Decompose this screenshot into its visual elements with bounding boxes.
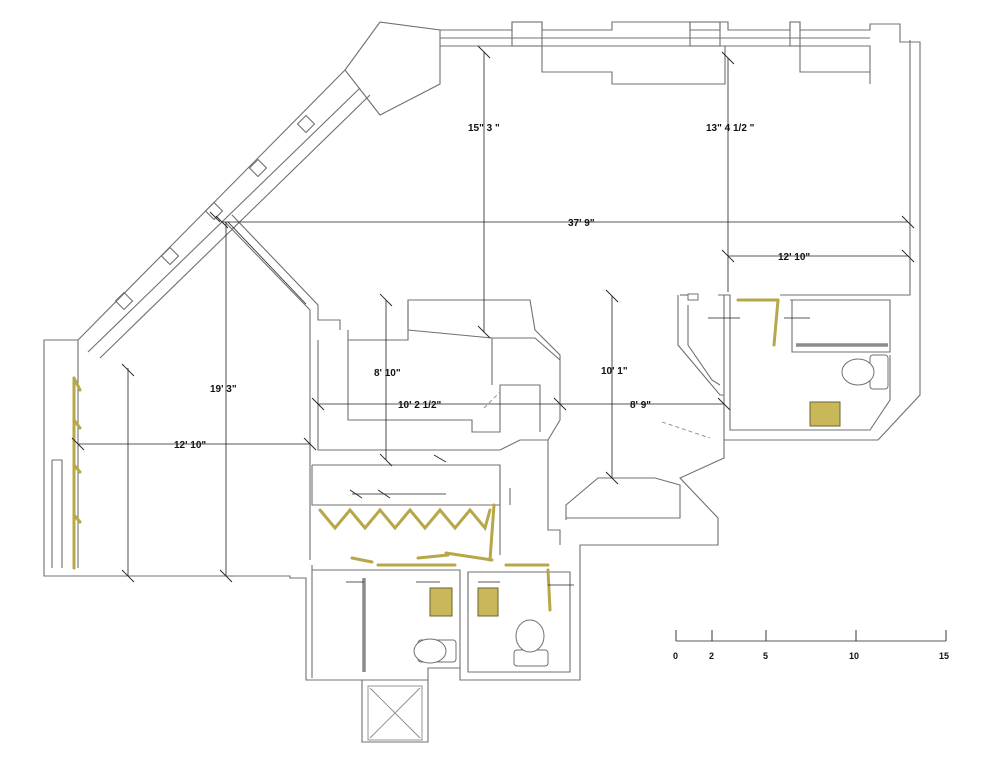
scale-bar: 0 2 5 10 15	[673, 630, 949, 661]
scale-label-5: 5	[763, 651, 768, 661]
scale-label-10: 10	[849, 651, 859, 661]
closet-rods	[362, 343, 888, 672]
dimension-labels: 15" 3 " 13" 4 1/2 " 37' 9" 12' 10" 8' 10…	[174, 123, 810, 451]
outer-walls	[43, 21, 921, 743]
toilet-right	[841, 354, 889, 390]
door-swings	[72, 298, 780, 612]
interior-walls	[224, 40, 911, 741]
label-living-depth: 13" 4 1/2 "	[706, 123, 755, 134]
scale-label-15: 15	[939, 651, 949, 661]
label-bedroom-depth: 15" 3 "	[468, 123, 500, 134]
toilet-left	[413, 638, 457, 664]
vanity-left	[429, 587, 453, 617]
dimension-lines	[71, 45, 915, 586]
scale-label-2: 2	[709, 651, 714, 661]
label-living-width: 12' 10"	[778, 252, 810, 263]
vanity-right	[809, 401, 841, 427]
label-left-room-width: 12' 10"	[174, 440, 206, 451]
label-hall-depth: 10' 1"	[601, 366, 628, 377]
toilet-middle	[513, 619, 549, 667]
label-kitchen-depth: 8' 10"	[374, 368, 401, 379]
label-kitchen-width: 10' 2 1/2"	[398, 400, 442, 411]
label-hall-width: 8' 9"	[630, 400, 651, 411]
vanity-middle	[477, 587, 499, 617]
scale-label-0: 0	[673, 651, 678, 661]
label-left-room-length: 19' 3"	[210, 384, 237, 395]
label-overall-width: 37' 9"	[568, 218, 595, 229]
fixtures	[413, 293, 889, 667]
